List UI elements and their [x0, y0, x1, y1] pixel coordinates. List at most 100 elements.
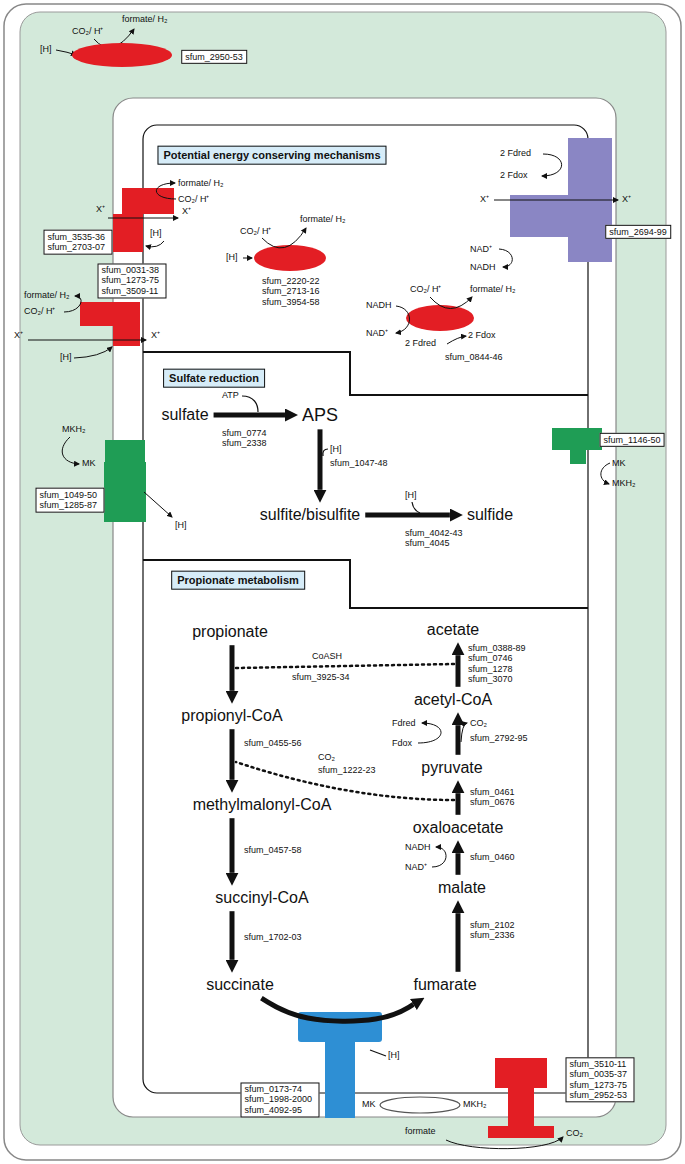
- annotation-label: MKH₂: [463, 1099, 487, 1109]
- gene-box: sfum_1049-50 sfum_1285-87: [36, 488, 105, 513]
- annotation-label: [H]: [388, 1050, 400, 1060]
- annotation-label: sfum_0457-58: [244, 845, 302, 855]
- gene-box: sfum_3510-11 sfum_0035-37 sfum_1273-75 s…: [566, 1057, 635, 1102]
- annotation-label: sfum_2102 sfum_2336: [470, 920, 518, 941]
- arrow: [28, 340, 146, 341]
- hydrogenase: [72, 43, 172, 67]
- annotation-label: [H]: [40, 44, 52, 54]
- annotation-label: sfum_1047-48: [330, 458, 388, 468]
- node-text: sfum_1146-50: [604, 435, 661, 445]
- annotation-label: NADH: [470, 262, 496, 272]
- reaction-arrow: [365, 513, 450, 518]
- metabolite: APS: [300, 404, 340, 427]
- dotted-link: [236, 664, 454, 668]
- annotation-label: MK: [82, 458, 96, 468]
- gene-box: sfum_1146-50: [600, 433, 665, 447]
- metabolite: oxaloacetate: [411, 818, 506, 838]
- node-text: sulfide: [467, 506, 513, 524]
- reaction-arrow: [318, 429, 323, 489]
- section-header: Propionate metabolism: [171, 571, 305, 590]
- annotation-label: CO₂/ H⁺: [410, 284, 442, 294]
- annotation-label: sfum_4042-43 sfum_4045: [405, 528, 466, 549]
- node-text: malate: [438, 879, 486, 897]
- outer-membrane: [4, 4, 681, 1160]
- annotation-label: sfum_0460: [470, 852, 515, 862]
- node-text: Potential energy conserving mechanisms: [163, 149, 380, 162]
- annotation-label: CO₂/ H⁺: [240, 226, 272, 236]
- membrane-enzyme: [122, 188, 174, 214]
- metabolite: acetate: [425, 620, 481, 640]
- annotation-label: NADH: [366, 300, 392, 310]
- annotation-label: X⁺: [622, 194, 631, 204]
- quinone-cycle: [380, 1097, 460, 1113]
- arrow: [542, 154, 562, 176]
- node-text: APS: [302, 405, 338, 426]
- node-text: sfum_3535-36 sfum_2703-07: [48, 232, 109, 253]
- section-header: Potential energy conserving mechanisms: [157, 146, 386, 165]
- periplasm: [20, 12, 666, 1145]
- arrow: [446, 1137, 563, 1149]
- arrow: [74, 347, 112, 358]
- membrane-enzyme: [80, 302, 140, 326]
- arrow: [396, 306, 410, 333]
- gene-box: sfum_2694-99: [605, 225, 671, 239]
- reaction-arrow: [230, 818, 235, 873]
- node-text: oxaloacetate: [413, 819, 504, 837]
- node-text: propionate: [192, 623, 268, 641]
- reaction-arrow: [456, 725, 461, 755]
- annotation-label: [H]: [175, 520, 187, 530]
- node-text: pyruvate: [421, 759, 482, 777]
- annotation-label: formate/ H₂: [470, 284, 516, 294]
- arrow: [447, 336, 466, 344]
- annotation-label: NAD⁺: [366, 328, 388, 338]
- metabolite: fumarate: [411, 975, 478, 995]
- annotation-label: formate: [405, 1126, 436, 1136]
- metabolite: pyruvate: [419, 758, 484, 778]
- metabolite: sulfite/bisulfite: [258, 505, 363, 525]
- annotation-label: CO₂/ H⁺: [72, 26, 104, 36]
- arrow: [323, 449, 328, 456]
- annotation-label: X⁺: [14, 330, 23, 340]
- node-text: Propionate metabolism: [177, 574, 299, 587]
- annotation-label: NAD⁺: [405, 862, 427, 872]
- annotation-label: sfum_0461 sfum_0676: [470, 787, 518, 808]
- reaction-arrow: [261, 998, 413, 1021]
- annotation-label: X⁺: [480, 194, 489, 204]
- annotation-label: formate/ H₂: [24, 290, 70, 300]
- annotation-label: sfum_1702-03: [244, 932, 302, 942]
- arrow: [461, 723, 467, 742]
- formate-dehydrogenase: [488, 1126, 554, 1138]
- formate-dehydrogenase: [508, 1088, 534, 1126]
- arrow: [418, 723, 441, 743]
- reaction-arrow: [456, 853, 461, 875]
- hydrogenase: [254, 245, 326, 271]
- arrow: [144, 492, 172, 517]
- qmo-complex: [104, 462, 146, 522]
- arrow: [412, 502, 420, 513]
- annotation-label: [H]: [405, 490, 417, 500]
- annotation-label: sfum_0774 sfum_2338: [222, 428, 270, 449]
- annotation-label: NADH: [405, 842, 431, 852]
- reaction-arrow: [456, 793, 461, 815]
- reaction-arrows: [28, 154, 618, 1149]
- node-text: fumarate: [413, 976, 476, 994]
- metabolite: propionate: [190, 622, 270, 642]
- annotation-label: CO₂/ H⁺: [178, 194, 210, 204]
- node-text: sfum_3510-11 sfum_0035-37 sfum_1273-75 s…: [570, 1059, 631, 1100]
- dotted-link: [236, 762, 454, 800]
- inner-membrane: [113, 98, 616, 1117]
- gene-box: sfum_0031-38 sfum_1273-75 sfum_3509-11: [98, 263, 167, 298]
- dotted-links: [236, 664, 454, 800]
- node-text: methylmalonyl-CoA: [193, 796, 332, 814]
- arrow: [601, 463, 610, 484]
- node-text: sulfate: [161, 406, 208, 424]
- arrow: [370, 1050, 386, 1056]
- succinate-dehydrogenase: [325, 1042, 355, 1118]
- annotation-label: X⁺: [96, 204, 105, 214]
- annotation-label: X⁺: [182, 206, 191, 216]
- annotation-label: sfum_0388-89 sfum_0746 sfum_1278 sfum_30…: [468, 643, 529, 684]
- annotation-label: NAD⁺: [470, 244, 492, 254]
- metabolite: malate: [436, 878, 488, 898]
- node-text: acetyl-CoA: [414, 691, 492, 709]
- arrow: [108, 218, 178, 219]
